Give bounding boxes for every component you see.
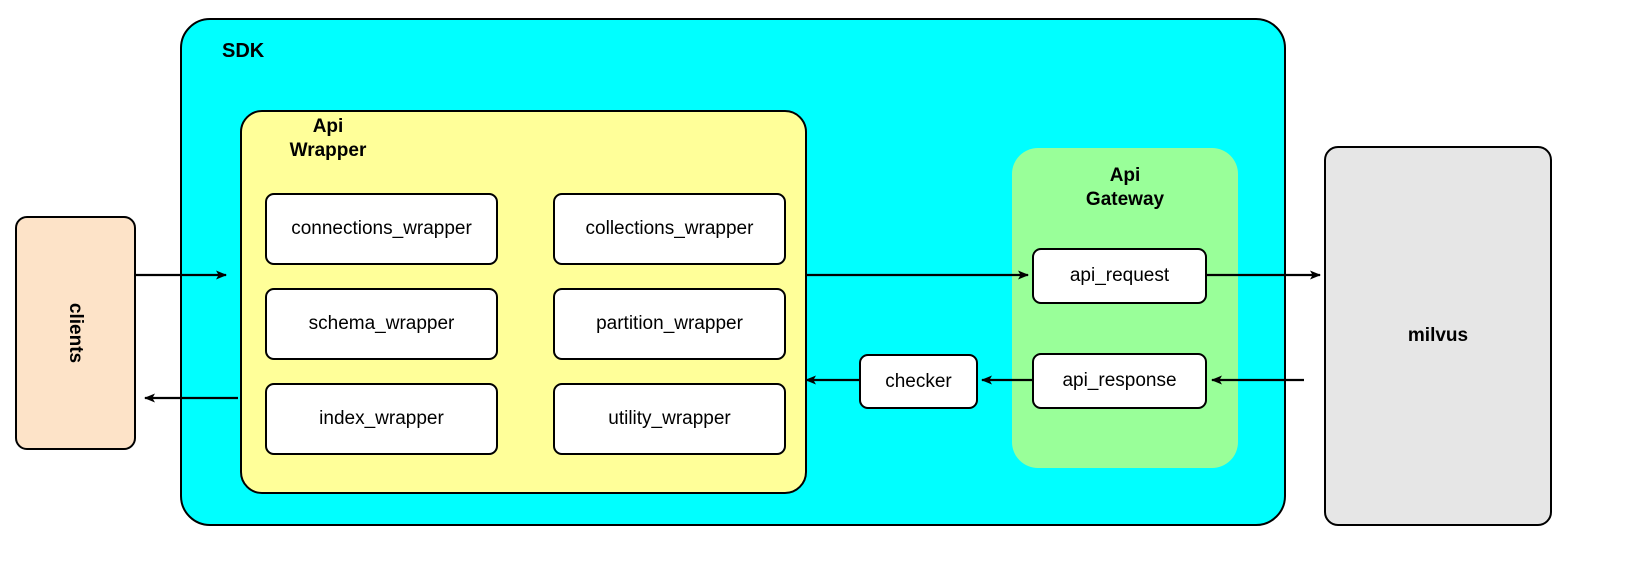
wrapper-box-schema[interactable]: schema_wrapper xyxy=(265,288,498,360)
wrapper-box-connections[interactable]: connections_wrapper xyxy=(265,193,498,265)
clients-label: clients xyxy=(65,302,87,364)
wrapper-box-connections-label: connections_wrapper xyxy=(291,218,472,239)
gateway-box-api-request-label: api_request xyxy=(1069,265,1170,286)
wrapper-box-partition-label: partition_wrapper xyxy=(596,313,743,334)
wrapper-box-utility[interactable]: utility_wrapper xyxy=(553,383,786,455)
checker-box[interactable]: checker xyxy=(859,354,978,409)
api-gateway-label: Api Gateway xyxy=(1026,164,1224,212)
api-gateway-label-line2: Gateway xyxy=(1085,188,1165,210)
api-wrapper-label: Api Wrapper xyxy=(258,115,398,163)
wrapper-box-partition[interactable]: partition_wrapper xyxy=(553,288,786,360)
wrapper-box-index-label: index_wrapper xyxy=(319,408,444,429)
milvus-label: milvus xyxy=(1407,325,1469,346)
clients-box[interactable]: clients xyxy=(15,216,136,450)
milvus-box[interactable]: milvus xyxy=(1324,146,1552,526)
api-gateway-label-line1: Api xyxy=(1109,165,1141,186)
api-gateway-container xyxy=(1012,148,1238,468)
api-wrapper-label-line1: Api xyxy=(312,116,344,137)
gateway-box-api-response[interactable]: api_response xyxy=(1032,353,1207,409)
wrapper-box-utility-label: utility_wrapper xyxy=(608,408,731,429)
wrapper-box-collections-label: collections_wrapper xyxy=(585,218,754,239)
wrapper-box-schema-label: schema_wrapper xyxy=(308,313,455,334)
gateway-box-api-response-label: api_response xyxy=(1062,370,1177,391)
checker-label: checker xyxy=(885,370,952,392)
sdk-label: SDK xyxy=(222,40,265,62)
api-wrapper-label-line2: Wrapper xyxy=(289,139,367,161)
wrapper-box-index[interactable]: index_wrapper xyxy=(265,383,498,455)
wrapper-box-collections[interactable]: collections_wrapper xyxy=(553,193,786,265)
gateway-box-api-request[interactable]: api_request xyxy=(1032,248,1207,304)
